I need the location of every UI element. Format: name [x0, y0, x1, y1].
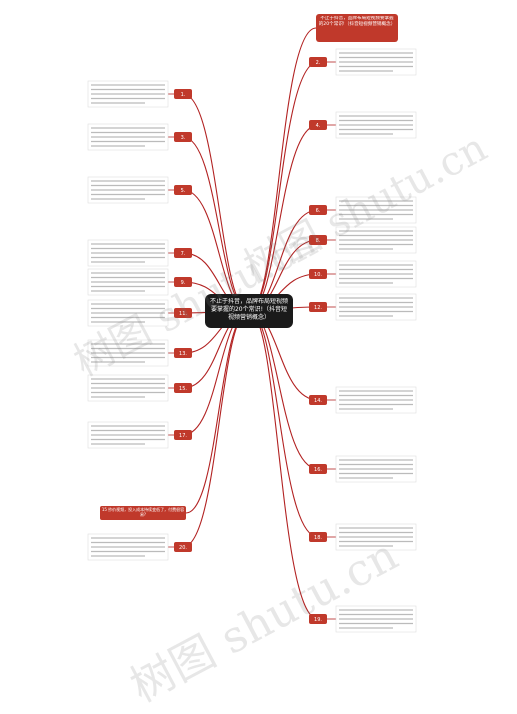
branch-text-block: [87, 268, 169, 296]
branch-node[interactable]: 8.: [309, 235, 327, 245]
branch-nodes: 1. 3. 5. 7. 9. 11. 13. 15. 17. 20. 2. 4. 6. 8. 10. 12. 1…: [174, 57, 327, 624]
branch-node-number: 12.: [314, 305, 322, 311]
branch-node[interactable]: 7.: [174, 248, 192, 258]
branch-text-block: [87, 339, 169, 367]
branch-node[interactable]: 10.: [309, 269, 327, 279]
branch-node[interactable]: 6.: [309, 205, 327, 215]
branch-line: [185, 310, 250, 514]
root-node-text: 不止于抖音，品牌布局短视频要掌握的20个常识!（抖音短视频营销概念）: [209, 298, 288, 321]
branch-text-block: [335, 455, 417, 483]
branch-node-number: 19.: [314, 617, 322, 623]
branch-line: [248, 61, 319, 312]
branch-line: [248, 124, 319, 312]
branch-text-block: [335, 605, 417, 633]
branch-node-number: 4.: [316, 123, 321, 129]
branch-node[interactable]: 16.: [309, 464, 327, 474]
branch-node-number: 16.: [314, 467, 322, 473]
branch-node-number: 6.: [316, 208, 321, 214]
branch-text-block: [335, 386, 417, 414]
branch-node[interactable]: 19.: [309, 614, 327, 624]
branch-node-number: 1.: [181, 92, 186, 98]
branch-text-block: [335, 196, 417, 224]
branch-node-number: 13.: [179, 351, 187, 357]
highlight-node-text: 15 抄价视频，投入成本持续变低了，付费很容易?: [101, 507, 185, 517]
branch-text-block: [87, 299, 169, 327]
branch-text-block: [335, 260, 417, 288]
branch-node[interactable]: 14.: [309, 395, 327, 405]
branch-node-number: 11.: [179, 311, 187, 317]
header-node-text: 不止于抖音，品牌布局短视频要掌握的20个常识!（抖音短视频营销概念）: [318, 16, 396, 27]
branch-node[interactable]: 2.: [309, 57, 327, 67]
branch-text-block: [87, 123, 169, 151]
branch-node-number: 3.: [181, 135, 186, 141]
mind-map-canvas: 1. 3. 5. 7. 9. 11. 13. 15. 17. 20. 2. 4. 6. 8. 10. 12. 1…: [87, 14, 417, 633]
branch-node-number: 9.: [181, 280, 186, 286]
branch-node[interactable]: 9.: [174, 277, 192, 287]
branch-text-block: [335, 293, 417, 321]
branch-node[interactable]: 5.: [174, 185, 192, 195]
branch-text-block: [335, 523, 417, 551]
branch-text-block: [335, 226, 417, 254]
branch-node-number: 17.: [179, 433, 187, 439]
branch-text-block: [87, 533, 169, 561]
branch-node-number: 8.: [316, 238, 321, 244]
branch-node[interactable]: 13.: [174, 348, 192, 358]
branch-node-number: 14.: [314, 398, 322, 404]
branch-text-block: [87, 80, 169, 108]
branch-node[interactable]: 11.: [174, 308, 192, 318]
branch-line: [182, 136, 250, 312]
branch-node-number: 5.: [181, 188, 186, 194]
branch-node-number: 15.: [179, 386, 187, 392]
branch-text-block: [87, 421, 169, 449]
branch-text-block: [87, 374, 169, 402]
branch-text-block: [335, 48, 417, 76]
branch-node[interactable]: 4.: [309, 120, 327, 130]
branch-node[interactable]: 1.: [174, 89, 192, 99]
branch-node-number: 7.: [181, 251, 186, 257]
branch-node-number: 20.: [179, 545, 187, 551]
branch-node-number: 10.: [314, 272, 322, 278]
highlight-node[interactable]: 15 抄价视频，投入成本持续变低了，付费很容易?: [100, 506, 186, 520]
branch-node[interactable]: 20.: [174, 542, 192, 552]
branch-line: [182, 189, 250, 312]
branch-line: [182, 310, 250, 436]
branch-text-block: [87, 176, 169, 204]
branch-node-number: 18.: [314, 535, 322, 541]
branch-node[interactable]: 17.: [174, 430, 192, 440]
branch-text-block: [335, 111, 417, 139]
root-node[interactable]: 不止于抖音，品牌布局短视频要掌握的20个常识!（抖音短视频营销概念）: [205, 294, 293, 328]
branch-node[interactable]: 3.: [174, 132, 192, 142]
text-blocks: [87, 48, 417, 633]
header-node[interactable]: 不止于抖音，品牌布局短视频要掌握的20个常识!（抖音短视频营销概念）: [316, 14, 398, 42]
branch-node-number: 2.: [316, 60, 321, 66]
branch-node[interactable]: 15.: [174, 383, 192, 393]
branch-node[interactable]: 12.: [309, 302, 327, 312]
branch-text-block: [87, 239, 169, 267]
branch-node[interactable]: 18.: [309, 532, 327, 542]
branch-line: [248, 310, 319, 538]
